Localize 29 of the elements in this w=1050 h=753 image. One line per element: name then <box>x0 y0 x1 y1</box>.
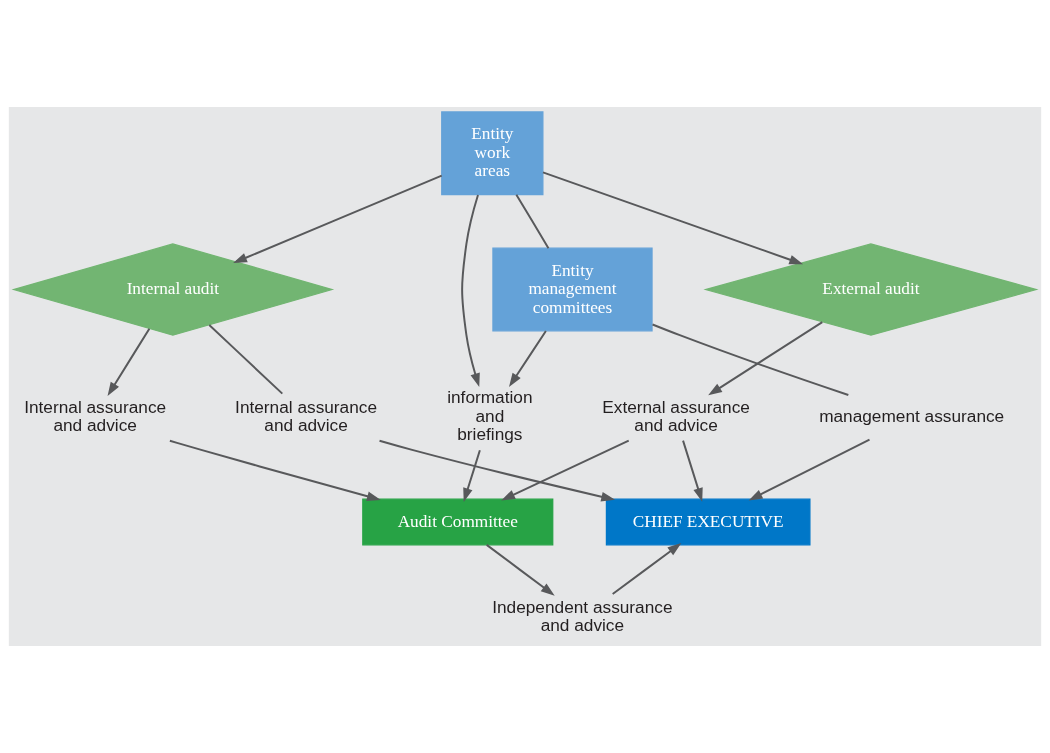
connector <box>515 193 550 250</box>
arrow <box>708 321 824 396</box>
arrow <box>168 439 381 501</box>
node-text: Internal assurance and advice <box>24 396 167 436</box>
node-text: Internal assurance and advice <box>235 396 378 436</box>
arrow <box>485 543 555 596</box>
node-diamond: Internal audit <box>11 243 335 336</box>
node-text: management assurance <box>819 405 1005 426</box>
node-box: Audit Committee <box>362 498 554 546</box>
arrow <box>682 439 703 502</box>
arrow <box>378 439 616 502</box>
node-text: information and briefings <box>447 387 533 445</box>
arrow <box>501 439 630 501</box>
node-box: CHIEF EXECUTIVE <box>605 498 811 546</box>
arrow <box>542 171 804 265</box>
connector <box>208 324 284 395</box>
arrow <box>748 438 871 501</box>
arrow <box>509 330 547 387</box>
arrow <box>107 327 151 396</box>
node-text: External assurance and advice <box>602 396 750 436</box>
node-box: Entity work areas <box>441 111 544 196</box>
node-diamond: External audit <box>703 243 1039 336</box>
arrow <box>461 193 480 388</box>
arrow <box>233 174 443 264</box>
node-text: Independent assurance and advice <box>492 596 673 636</box>
connector <box>651 323 850 396</box>
arrow <box>611 543 682 595</box>
arrow <box>463 449 481 502</box>
node-box: Entity management committees <box>492 247 653 332</box>
